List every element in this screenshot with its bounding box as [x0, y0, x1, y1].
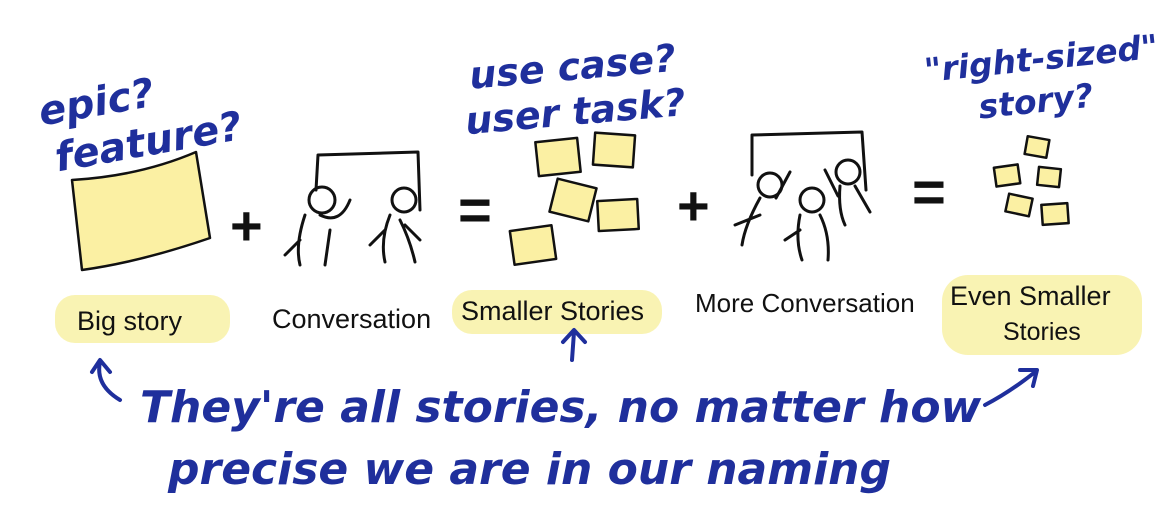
- big-story-highlight: [55, 295, 230, 343]
- plus-operator-2: +: [677, 174, 710, 237]
- sticky-note: [508, 223, 558, 267]
- sticky-note: [548, 177, 598, 223]
- plus-operator-1: +: [230, 194, 263, 257]
- caption-line-2: precise we are in our naming: [167, 444, 891, 495]
- caption-line-1: They're all stories, no matter how: [140, 382, 982, 433]
- rightsized-question: "right-sized" story?: [922, 27, 1160, 127]
- sticky-note: [591, 131, 637, 169]
- smaller-stories-highlight: [452, 290, 662, 334]
- equals-operator-1: =: [458, 178, 492, 243]
- equals-operator-2: =: [912, 160, 946, 225]
- stories-label: Stories: [1003, 318, 1081, 346]
- sticky-notes-icon: [508, 131, 641, 267]
- sticky-note: [1040, 201, 1070, 227]
- sticky-note: [992, 163, 1022, 188]
- big-sticky-note-icon: [70, 150, 212, 272]
- story-question-text: story?: [977, 76, 1095, 127]
- big-story-label: Big story: [77, 306, 183, 336]
- diagonal-arrow-icon: [983, 368, 1039, 407]
- even-smaller-highlight: [942, 275, 1142, 355]
- more-conversation-label: More Conversation: [695, 288, 915, 318]
- sticky-note: [1023, 134, 1051, 160]
- conversation-label: Conversation: [272, 304, 431, 334]
- up-arrow-icon: [561, 328, 587, 362]
- people-at-whiteboard-icon: [733, 130, 872, 262]
- sticky-note: [1035, 165, 1063, 189]
- epic-feature-question: epic? feature?: [35, 70, 246, 181]
- usecase-question: use case? user task?: [463, 36, 687, 143]
- curved-arrow-icon: [90, 358, 122, 402]
- people-at-whiteboard-icon: [283, 150, 422, 267]
- smaller-stories-label: Smaller Stories: [461, 296, 644, 326]
- even-smaller-label: Even Smaller: [950, 281, 1111, 311]
- sticky-note: [595, 197, 641, 233]
- sticky-note: [534, 136, 582, 178]
- sticky-notes-icon: [992, 134, 1070, 227]
- sticky-note: [1004, 192, 1034, 218]
